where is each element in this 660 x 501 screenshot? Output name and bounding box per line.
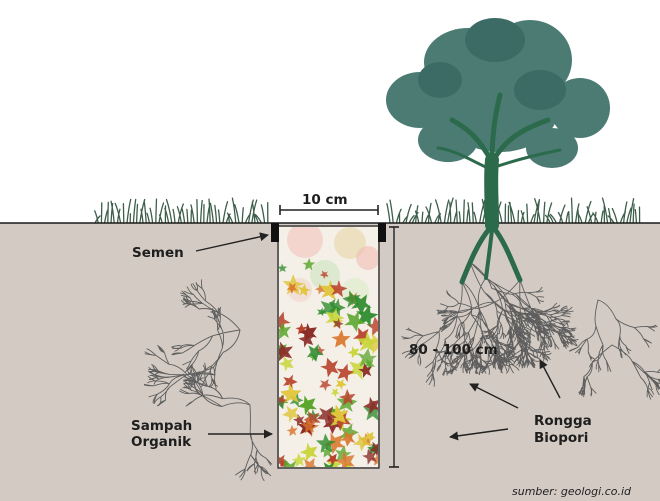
leaf — [319, 298, 342, 320]
leaf — [279, 394, 288, 406]
leaf — [316, 406, 337, 426]
leaf — [279, 459, 299, 467]
leaf — [325, 307, 345, 328]
organic-leaf-icon — [279, 227, 378, 467]
leaf — [291, 452, 306, 467]
leaf — [335, 378, 347, 390]
leaf — [286, 282, 298, 294]
leaf — [344, 310, 366, 333]
leaf — [327, 404, 349, 426]
leaf — [297, 395, 318, 415]
soil-roots — [143, 261, 660, 482]
leaf — [315, 433, 337, 454]
leaf — [279, 341, 294, 362]
tree-canopy-shade — [418, 18, 566, 110]
leaf — [319, 378, 332, 392]
tree-icon — [386, 18, 610, 285]
leaf — [279, 454, 289, 467]
leaf — [323, 432, 346, 455]
leaf — [347, 346, 360, 359]
leaf — [279, 322, 292, 340]
leaf — [357, 348, 378, 369]
leaf — [370, 452, 378, 466]
leaf — [319, 270, 329, 280]
leaf — [303, 410, 321, 428]
leaf — [364, 333, 378, 355]
leaf — [363, 396, 378, 415]
leaf — [320, 357, 339, 378]
leaf — [279, 311, 291, 332]
leaf — [358, 363, 373, 378]
pores-label-line2: Biopori — [534, 430, 589, 446]
leaf — [317, 307, 327, 317]
organic-label-line1: Sampah — [131, 418, 193, 434]
pore-arrow-1 — [469, 383, 519, 409]
leaf — [326, 456, 343, 467]
leaf — [342, 290, 361, 308]
source-credit: sumber: geologi.co.id — [512, 485, 632, 498]
leaf — [357, 331, 378, 353]
leaf — [292, 413, 305, 427]
leaf — [331, 329, 351, 349]
leaf — [339, 423, 359, 442]
biopori-hole — [271, 223, 386, 469]
hole-outline — [277, 225, 380, 469]
cement-arrow — [195, 232, 269, 252]
depth-label: 80 - 100 cm — [409, 342, 498, 358]
cement-right — [378, 223, 386, 242]
leaf — [280, 383, 302, 404]
organic-label-line2: Organik — [131, 434, 192, 450]
leaf — [279, 263, 288, 273]
leaf — [283, 374, 298, 390]
leaf — [320, 279, 341, 301]
pore-arrow-3 — [449, 428, 509, 441]
pores-label-line1: Rongga — [534, 413, 592, 429]
leaf — [320, 462, 337, 467]
leaf — [302, 258, 316, 271]
leaf — [314, 283, 326, 295]
root-strands — [143, 261, 660, 482]
tree-trunk — [436, 92, 562, 285]
leaf — [330, 280, 348, 298]
leaf — [295, 323, 308, 335]
leaf — [330, 388, 340, 398]
leaf — [362, 448, 377, 465]
leaf — [340, 430, 356, 447]
leaf — [332, 318, 344, 330]
leaf — [298, 283, 311, 297]
cement-left — [271, 223, 279, 242]
leaf — [338, 389, 356, 406]
leaf — [366, 316, 378, 337]
leaf — [301, 457, 320, 467]
leaf — [300, 417, 316, 434]
leaf — [326, 453, 340, 467]
pore-arrow-2 — [539, 359, 561, 399]
leaf — [369, 441, 378, 457]
leaf — [299, 442, 318, 462]
cement-label: Semen — [132, 245, 184, 261]
leaf — [335, 450, 356, 467]
leaf — [336, 363, 355, 382]
annotations — [195, 205, 561, 468]
leaf — [320, 445, 334, 458]
leaf — [352, 327, 371, 346]
leaf — [282, 405, 300, 423]
leaf — [282, 274, 305, 295]
leaf — [362, 400, 378, 421]
leaf — [364, 431, 376, 443]
leaf — [328, 298, 347, 317]
width-label: 10 cm — [302, 192, 348, 208]
leaf — [279, 356, 294, 372]
leaf — [286, 424, 298, 437]
leaf — [306, 344, 324, 362]
leaf — [298, 331, 315, 348]
